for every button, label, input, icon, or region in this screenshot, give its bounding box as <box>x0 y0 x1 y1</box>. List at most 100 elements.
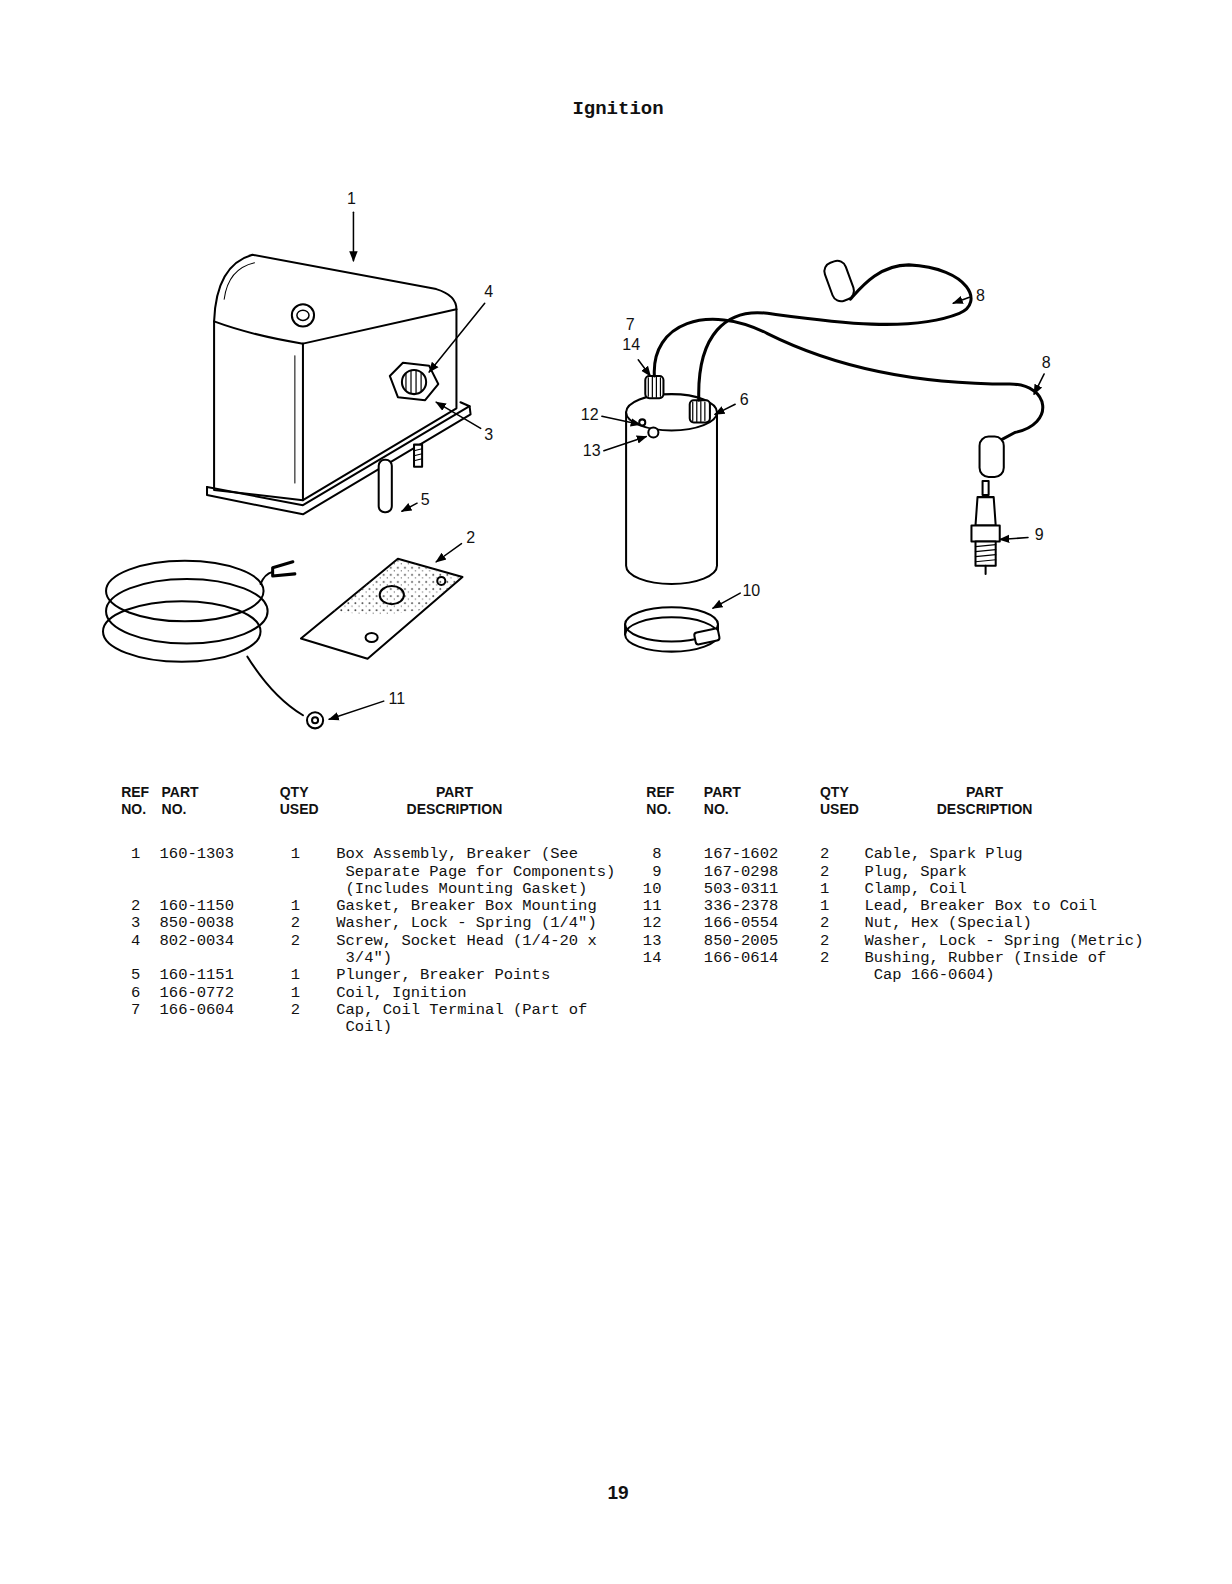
callout-number: 8 <box>975 287 986 305</box>
ignition-coil <box>626 376 717 584</box>
table-cell: 160-1303 <box>160 846 234 863</box>
breaker-box <box>414 449 422 461</box>
table-cell: 850-0038 <box>160 915 234 932</box>
spark-plug <box>971 481 999 574</box>
leader-line <box>436 402 480 428</box>
ignition-coil <box>648 427 658 437</box>
callout-number: 13 <box>582 442 602 460</box>
part-description: Plug, Spark <box>864 864 966 881</box>
callout-number: 3 <box>483 426 494 444</box>
plunger <box>379 460 392 513</box>
coil-lead <box>103 601 261 662</box>
table-cell: 12 <box>643 915 662 932</box>
part-description: Plunger, Breaker Points <box>336 967 624 984</box>
breaker-box <box>390 363 438 400</box>
table-cell: 167-0298 <box>704 864 778 881</box>
breaker-box <box>207 255 471 515</box>
part-description: Gasket, Breaker Box Mounting <box>336 898 624 915</box>
table-cell: 166-0614 <box>704 950 778 967</box>
table-cell: 166-0772 <box>160 985 234 1002</box>
callout-number: 9 <box>1034 526 1045 544</box>
table-cell: 2 <box>820 846 829 863</box>
table-cell: 9 <box>652 864 661 881</box>
breaker-box <box>297 310 309 320</box>
gasket <box>301 559 463 659</box>
coil-lead <box>273 562 295 576</box>
column-header: REF NO. <box>646 784 674 818</box>
leader-line <box>1034 374 1044 394</box>
column-header: PART DESCRIPTION <box>937 784 1033 818</box>
column-header: PART NO. <box>704 784 741 818</box>
table-cell: 1 <box>820 898 829 915</box>
breaker-box <box>302 344 304 501</box>
table-cell: 2 <box>291 915 300 932</box>
spark-plug <box>985 566 987 574</box>
callout-number: 2 <box>465 529 476 547</box>
column-header: PART NO. <box>162 784 199 818</box>
table-cell: 2 <box>291 1002 300 1019</box>
breaker-box <box>294 356 295 483</box>
table-cell: 160-1151 <box>160 967 234 984</box>
column-header: PART DESCRIPTION <box>407 784 503 818</box>
part-description: Coil, Ignition <box>336 985 624 1002</box>
leader-line <box>436 544 461 562</box>
callout-number: 4 <box>483 283 494 301</box>
leader-line <box>402 503 417 511</box>
gasket <box>333 559 462 615</box>
leader-line <box>329 212 1044 719</box>
callout-number: 10 <box>741 582 761 600</box>
table-cell: 2 <box>820 915 829 932</box>
breaker-box <box>406 371 421 393</box>
part-description: Bushing, Rubber (Inside of Cap 166-0604) <box>864 950 1115 985</box>
callout-number: 12 <box>580 406 600 424</box>
spark-plug <box>976 497 996 525</box>
table-cell: 5 <box>131 967 140 984</box>
table-cell: 4 <box>131 933 140 950</box>
coil-clamp <box>625 607 720 651</box>
callout-number: 5 <box>420 491 431 509</box>
gasket <box>366 633 378 642</box>
breaker-box <box>214 309 456 343</box>
breaker-box <box>207 406 471 514</box>
page-title: Ignition <box>572 98 663 120</box>
table-cell: 802-0034 <box>160 933 234 950</box>
part-description: Washer, Lock - Spring (Metric) <box>864 933 1143 950</box>
table-cell: 1 <box>291 967 300 984</box>
ignition-coil <box>645 376 663 398</box>
table-cell: 1 <box>291 846 300 863</box>
coil-lead <box>106 579 268 644</box>
callout-number: 8 <box>1041 354 1052 372</box>
column-header: QTY USED <box>280 784 319 818</box>
leader-line <box>329 701 384 719</box>
spark-plug-cable <box>822 258 857 304</box>
ignition-coil <box>648 377 660 397</box>
callout-number: 7 <box>625 316 636 334</box>
table-cell: 13 <box>643 933 662 950</box>
leader-line <box>638 360 650 376</box>
part-description: Box Assembly, Breaker (See Separate Page… <box>336 846 624 898</box>
leader-line <box>1000 538 1028 540</box>
table-cell: 503-0311 <box>704 881 778 898</box>
ignition-coil <box>690 400 710 422</box>
leader-line <box>713 593 740 608</box>
table-cell: 10 <box>643 881 662 898</box>
table-cell: 166-0604 <box>160 1002 234 1019</box>
ignition-coil <box>693 401 705 421</box>
table-cell: 11 <box>643 898 662 915</box>
table-cell: 6 <box>131 985 140 1002</box>
leader-line <box>604 437 646 451</box>
callout-number: 14 <box>621 336 641 354</box>
table-cell: 167-1602 <box>704 846 778 863</box>
spark-plug-cable <box>654 258 1043 477</box>
table-cell: 14 <box>643 950 662 967</box>
spark-plug <box>976 545 996 562</box>
leader-line <box>953 297 969 303</box>
table-cell: 1 <box>291 985 300 1002</box>
part-description: Washer, Lock - Spring (1/4") <box>336 915 624 932</box>
part-description: Clamp, Coil <box>864 881 966 898</box>
breaker-box <box>292 304 314 326</box>
coil-clamp <box>694 628 720 645</box>
table-cell: 1 <box>131 846 140 863</box>
part-description: Nut, Hex (Special) <box>864 915 1031 932</box>
